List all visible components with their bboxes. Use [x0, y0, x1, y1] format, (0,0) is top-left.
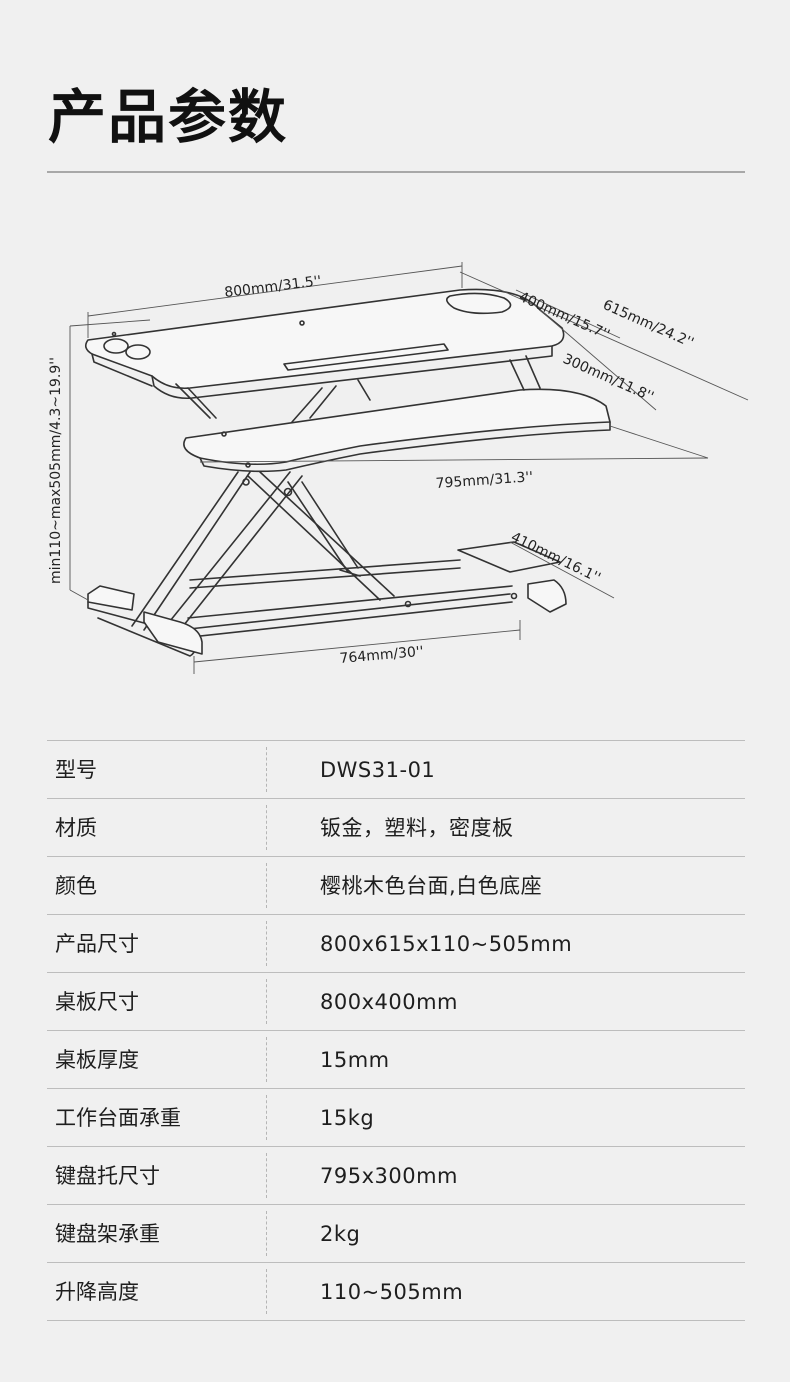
spec-value: 800x400mm: [320, 990, 459, 1014]
base-rail-back: [457, 541, 561, 573]
spec-divider: [266, 1037, 267, 1082]
scissor-arm-1: [131, 471, 239, 627]
base-depth-dimension-label: 410mm/16.1'': [508, 529, 603, 586]
width-dimension-label: 800mm/31.5'': [224, 273, 323, 301]
cup-holder-left-2: [125, 344, 151, 360]
spec-row-desktop-thickness: 桌板厚度 15mm: [47, 1031, 745, 1089]
spec-row-color: 颜色 樱桃木色台面,白色底座: [47, 857, 745, 915]
spec-row-keyboard-tray-load: 键盘架承重 2kg: [47, 1205, 745, 1263]
spec-divider: [266, 1269, 267, 1314]
spec-row-keyboard-tray-size: 键盘托尺寸 795x300mm: [47, 1147, 745, 1205]
spec-label: 产品尺寸: [55, 932, 139, 956]
spec-row-model: 型号 DWS31-01: [47, 741, 745, 799]
keyboard-tray: [183, 388, 611, 466]
cup-holder-left: [103, 338, 129, 354]
spec-value: 110~505mm: [320, 1280, 464, 1304]
spec-divider: [266, 1153, 267, 1198]
spec-divider: [266, 805, 267, 850]
spec-value: DWS31-01: [320, 758, 436, 782]
desk-top-board: [84, 288, 565, 390]
cup-holder-right: [446, 292, 512, 315]
spec-label: 键盘架承重: [55, 1222, 160, 1246]
spec-divider: [266, 1211, 267, 1256]
spec-label: 键盘托尺寸: [55, 1164, 160, 1188]
spec-divider: [266, 921, 267, 966]
spec-value: 795x300mm: [320, 1164, 459, 1188]
desk-top-edge: [151, 345, 553, 400]
base-width-dimension-label: 764mm/30'': [339, 644, 424, 667]
scissor-arm-4: [287, 481, 349, 573]
spec-row-lift-height: 升降高度 110~505mm: [47, 1263, 745, 1321]
spec-divider: [266, 863, 267, 908]
spec-row-product-size: 产品尺寸 800x615x110~505mm: [47, 915, 745, 973]
spec-value: 2kg: [320, 1222, 361, 1246]
tablet-slot: [283, 343, 449, 371]
spec-divider: [266, 979, 267, 1024]
spec-value: 15mm: [320, 1048, 390, 1072]
spec-value: 钣金，塑料，密度板: [320, 816, 514, 840]
spec-row-desktop-size: 桌板尺寸 800x400mm: [47, 973, 745, 1031]
standing-desk-line-drawing: 800mm/31.5'' 400mm/15.7'' 615mm/24.2'' 3…: [48, 262, 749, 674]
scissor-arm-2: [165, 471, 291, 627]
base-foot-right: [527, 579, 567, 613]
spec-table: 型号 DWS31-01 材质 钣金，塑料，密度板 颜色 樱桃木色台面,白色底座 …: [47, 740, 745, 1321]
spec-value: 800x615x110~505mm: [320, 932, 573, 956]
spec-row-material: 材质 钣金，塑料，密度板: [47, 799, 745, 857]
product-diagram: 800mm/31.5'' 400mm/15.7'' 615mm/24.2'' 3…: [40, 250, 760, 680]
spec-label: 材质: [55, 816, 97, 840]
spec-label: 颜色: [55, 874, 97, 898]
spec-value: 15kg: [320, 1106, 375, 1130]
keyboard-width-dimension-label: 795mm/31.3'': [435, 469, 533, 492]
spec-row-work-surface-load: 工作台面承重 15kg: [47, 1089, 745, 1147]
spec-divider: [266, 1095, 267, 1140]
spec-label: 桌板尺寸: [55, 990, 139, 1014]
base-foot-front: [143, 611, 203, 655]
title-divider: [47, 171, 745, 173]
spec-label: 升降高度: [55, 1280, 139, 1304]
scissor-arm-3: [247, 475, 381, 601]
spec-label: 型号: [55, 758, 97, 782]
spec-value: 樱桃木色台面,白色底座: [320, 874, 543, 898]
spec-divider: [266, 747, 267, 792]
base-foot-left: [87, 585, 135, 611]
height-dimension-label: min110~max505mm/4.3~19.9'': [48, 357, 64, 584]
spec-label: 工作台面承重: [55, 1106, 181, 1130]
spec-label: 桌板厚度: [55, 1048, 139, 1072]
depth-dimension-label: 615mm/24.2'': [600, 297, 696, 351]
page-title: 产品参数: [48, 83, 289, 151]
